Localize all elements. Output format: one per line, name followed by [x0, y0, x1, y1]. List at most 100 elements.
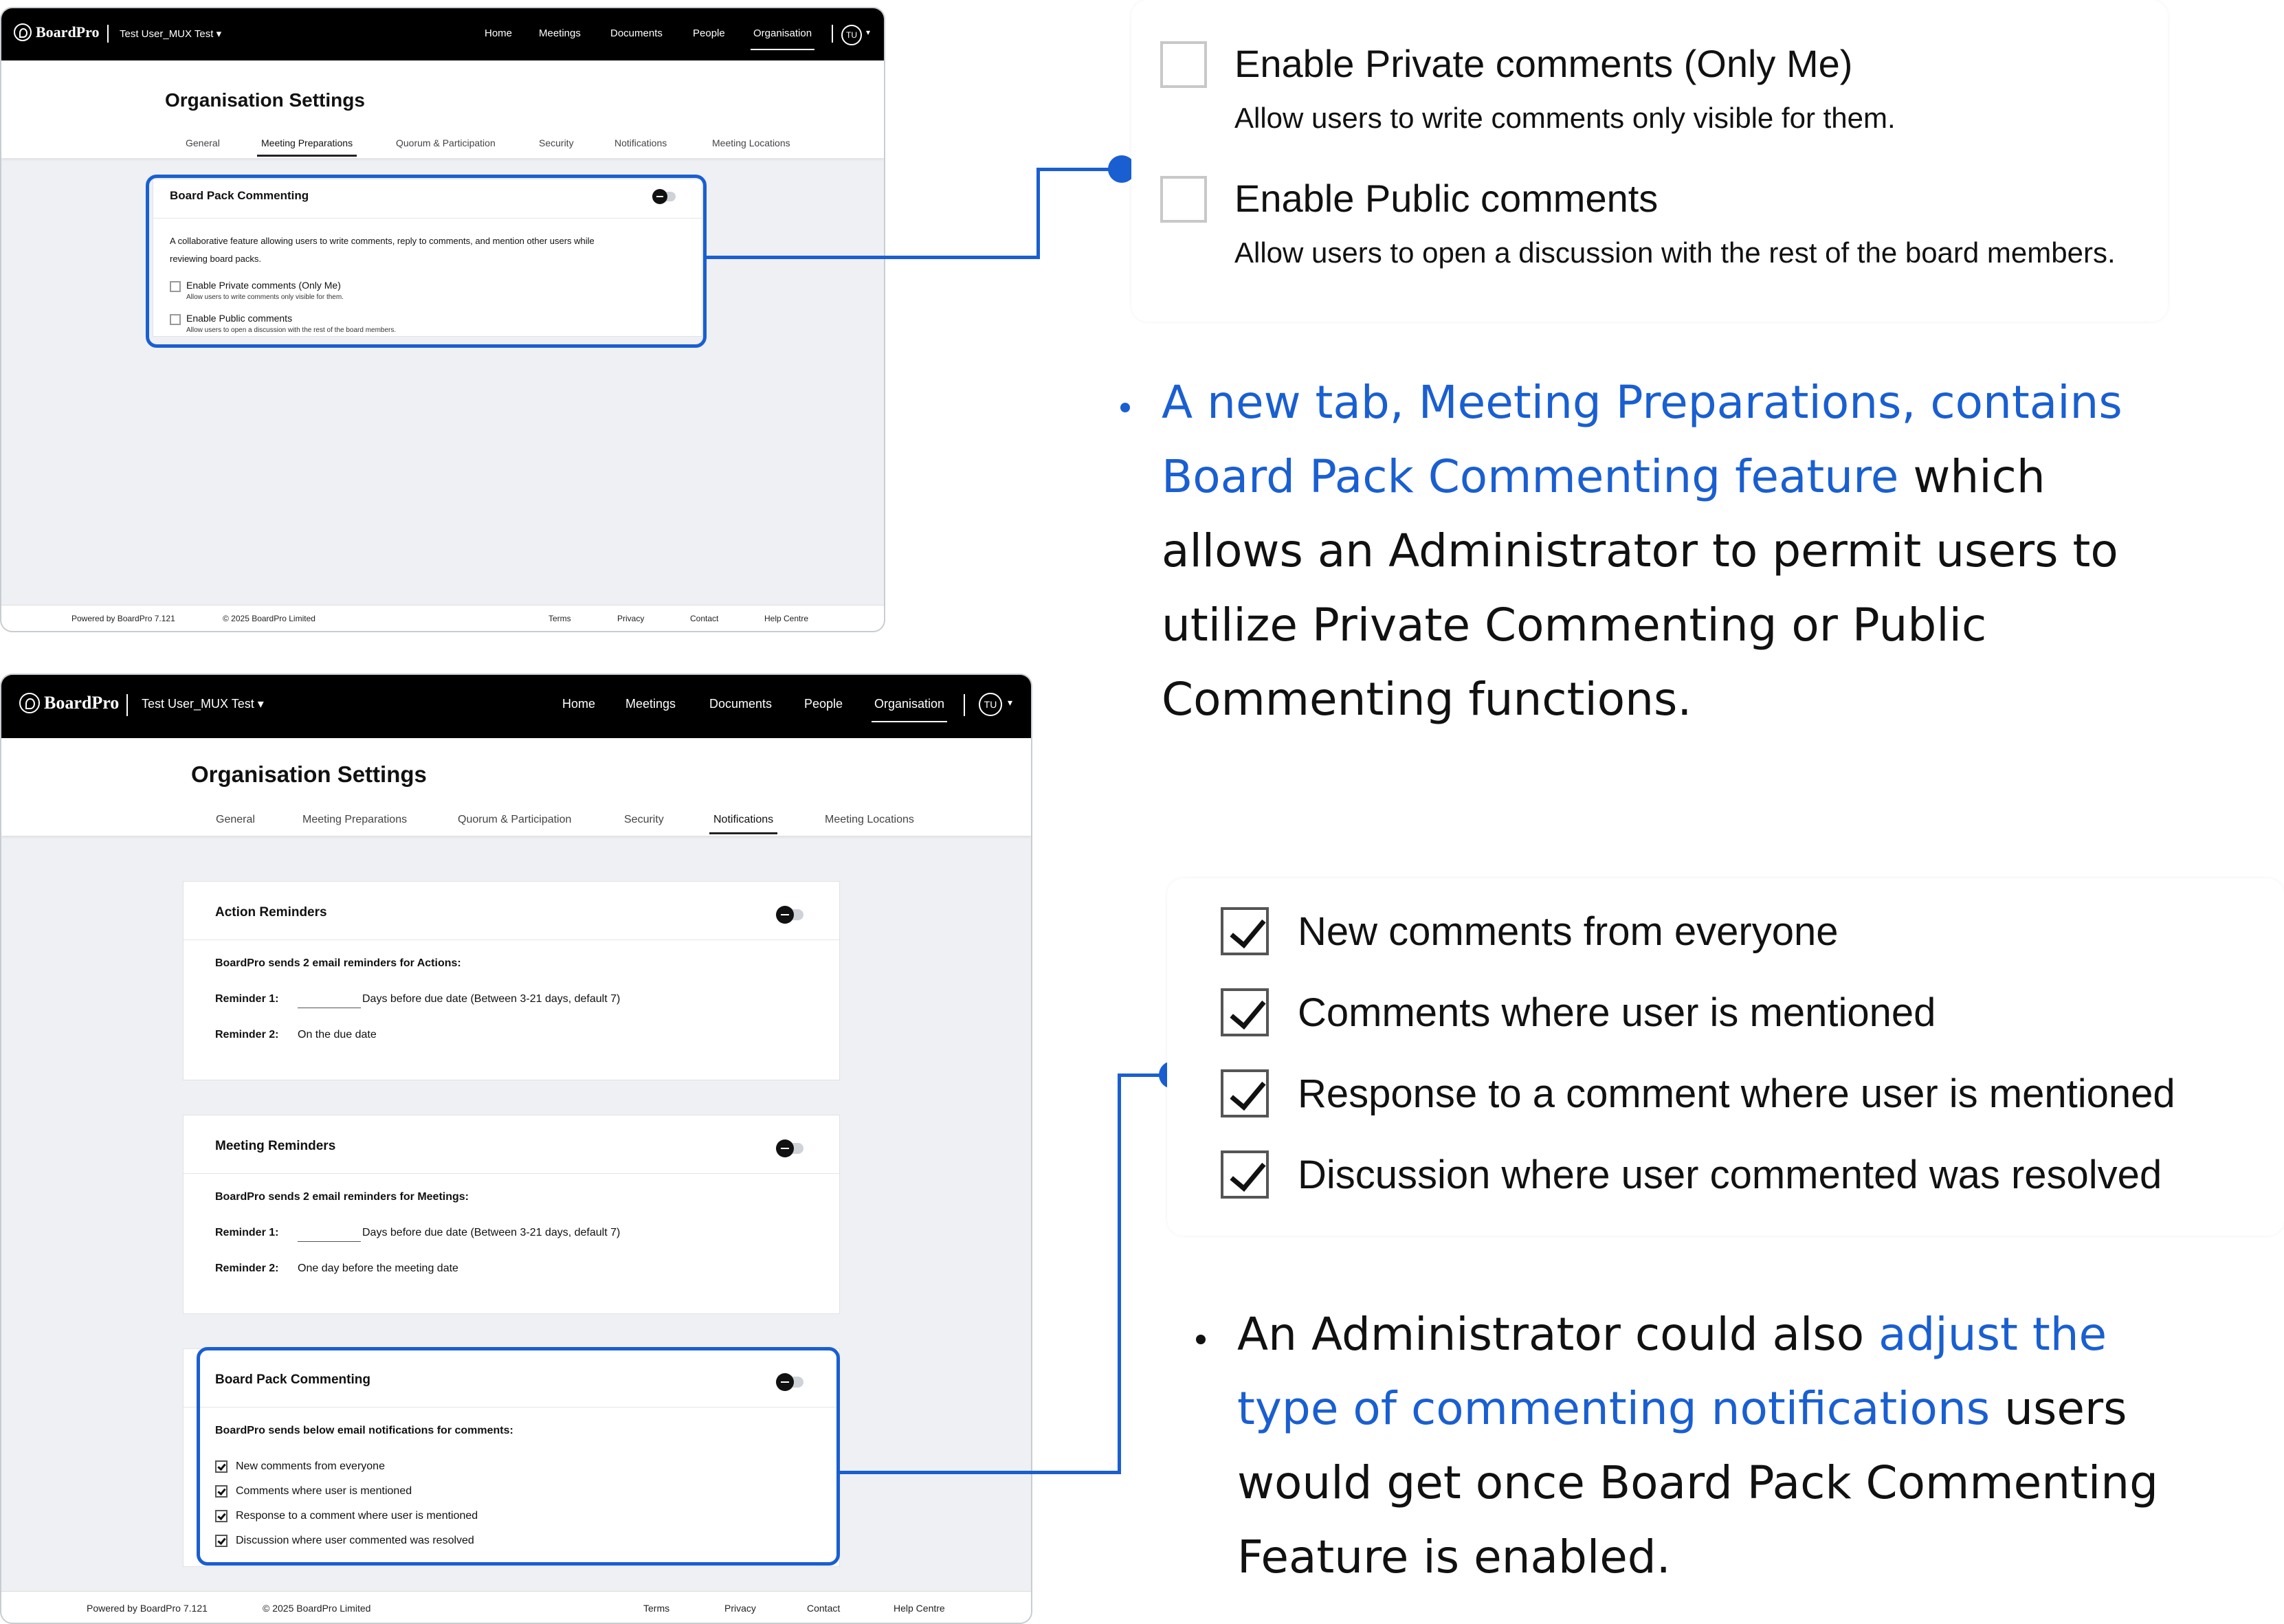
chevron-down-icon[interactable]: ▾	[866, 27, 871, 37]
board-pack-notifications-toggle[interactable]	[776, 1373, 803, 1391]
meeting-reminders-card: Meeting Reminders BoardPro sends 2 email…	[183, 1115, 840, 1314]
footer-contact-2[interactable]: Contact	[807, 1603, 841, 1614]
footer-terms[interactable]: Terms	[548, 614, 571, 623]
nav-people-2[interactable]: People	[804, 697, 843, 711]
tab-meeting-preparations[interactable]: Meeting Preparations	[256, 137, 357, 157]
top-navbar: BoardPro Test User_MUX Test ▾ Home Meeti…	[1, 8, 884, 60]
zoom-new-comments-checkbox[interactable]	[1221, 907, 1269, 955]
nav-organisation[interactable]: Organisation	[750, 27, 815, 50]
nav-documents[interactable]: Documents	[610, 27, 663, 39]
footer-terms-2[interactable]: Terms	[643, 1603, 670, 1614]
tab-quorum[interactable]: Quorum & Participation	[396, 137, 496, 148]
footer-contact[interactable]: Contact	[690, 614, 719, 623]
tab-security[interactable]: Security	[539, 137, 574, 148]
connector-2-h2	[1118, 1074, 1173, 1077]
settings-header-2: Organisation Settings General Meeting Pr…	[1, 738, 1031, 836]
zoom-mentioned-checkbox[interactable]	[1221, 988, 1269, 1036]
top-navbar-2: BoardPro Test User_MUX Test ▾ Home Meeti…	[1, 675, 1031, 738]
notif-resolved-checkbox[interactable]	[215, 1535, 228, 1547]
tab-general[interactable]: General	[186, 137, 220, 148]
zoom-resolved-label: Discussion where user commented was reso…	[1298, 1153, 2162, 1197]
connector-1-dot	[1108, 155, 1135, 183]
board-pack-commenting-card: Board Pack Commenting A collaborative fe…	[153, 179, 702, 337]
brand-logo-2[interactable]: BoardPro	[19, 693, 119, 713]
tab-security-2[interactable]: Security	[624, 814, 664, 825]
action-reminders-toggle[interactable]	[776, 906, 803, 924]
connector-1-v	[1036, 168, 1040, 259]
private-comments-label: Enable Private comments (Only Me)	[186, 280, 341, 291]
footer-powered-2: Powered by BoardPro 7.121	[87, 1603, 208, 1614]
board-pack-notifications-card: Board Pack Commenting BoardPro sends bel…	[183, 1348, 840, 1567]
highlight-screen2	[197, 1347, 840, 1566]
toggle-knob	[652, 189, 667, 204]
nav-meetings[interactable]: Meetings	[539, 27, 581, 39]
private-comments-help: Allow users to write comments only visib…	[186, 293, 344, 301]
private-comments-checkbox[interactable]	[170, 281, 181, 292]
footer-privacy[interactable]: Privacy	[617, 614, 645, 623]
public-comments-label: Enable Public comments	[186, 313, 293, 324]
notif-resolved-label: Discussion where user commented was reso…	[236, 1535, 474, 1546]
screenshot-notifications: BoardPro Test User_MUX Test ▾ Home Meeti…	[0, 674, 1032, 1624]
action-r1-input[interactable]	[298, 994, 361, 1008]
notif-new-comments-checkbox[interactable]	[215, 1460, 228, 1473]
user-menu-2[interactable]: Test User_MUX Test ▾	[142, 697, 264, 711]
avatar-2[interactable]: TU	[979, 693, 1002, 716]
meeting-r2-value: One day before the meeting date	[298, 1263, 458, 1274]
page-title-2: Organisation Settings	[191, 761, 427, 787]
zoom-mentioned-label: Comments where user is mentioned	[1298, 990, 1936, 1035]
notif-response-checkbox[interactable]	[215, 1510, 228, 1522]
navbar-separator-2	[832, 25, 833, 43]
nav-people[interactable]: People	[693, 27, 725, 39]
notif-mentioned-checkbox[interactable]	[215, 1485, 228, 1498]
tab-quorum-2[interactable]: Quorum & Participation	[458, 814, 572, 825]
nav-home[interactable]: Home	[485, 27, 513, 39]
notif-new-comments-label: New comments from everyone	[236, 1460, 385, 1472]
avatar[interactable]: TU	[841, 25, 862, 45]
nav-meetings-2[interactable]: Meetings	[625, 697, 676, 711]
card-divider	[184, 939, 839, 940]
meeting-r1-input[interactable]	[298, 1228, 361, 1242]
zoom-notification-options: New comments from everyone Comments wher…	[1167, 878, 2284, 1236]
caption-1: A new tab, Meeting Preparations, contain…	[1162, 376, 2122, 726]
public-comments-checkbox[interactable]	[170, 314, 181, 325]
navbar-separator-3	[126, 694, 128, 716]
zoom-response-label: Response to a comment where user is ment…	[1298, 1071, 2175, 1116]
navbar-separator-4	[964, 694, 965, 716]
meeting-reminders-toggle[interactable]	[776, 1139, 803, 1157]
footer-copyright: © 2025 BoardPro Limited	[223, 614, 315, 623]
connector-2-v	[1118, 1074, 1121, 1474]
zoom-private-checkbox[interactable]	[1160, 41, 1207, 88]
board-pack-title: Board Pack Commenting	[215, 1372, 370, 1387]
action-reminders-card: Action Reminders BoardPro sends 2 email …	[183, 881, 840, 1080]
tab-general-2[interactable]: General	[216, 814, 255, 825]
card-divider	[184, 1407, 839, 1408]
public-comments-help: Allow users to open a discussion with th…	[186, 326, 397, 334]
meeting-reminders-title: Meeting Reminders	[215, 1139, 336, 1153]
card-description: A collaborative feature allowing users t…	[170, 236, 595, 246]
chevron-down-icon-2[interactable]: ▾	[1008, 697, 1013, 708]
card-title: Board Pack Commenting	[170, 189, 309, 202]
zoom-resolved-checkbox[interactable]	[1221, 1150, 1269, 1199]
nav-home-2[interactable]: Home	[562, 697, 596, 711]
tab-meeting-preparations-2[interactable]: Meeting Preparations	[302, 814, 408, 825]
footer-2: Powered by BoardPro 7.121 © 2025 BoardPr…	[1, 1591, 1031, 1623]
zoom-response-checkbox[interactable]	[1221, 1069, 1269, 1117]
user-menu[interactable]: Test User_MUX Test ▾	[120, 28, 222, 40]
meeting-r1-value: Days before due date (Between 3-21 days,…	[362, 1227, 621, 1238]
nav-organisation-2[interactable]: Organisation	[871, 697, 948, 722]
brand-logo[interactable]: BoardPro	[14, 23, 99, 41]
nav-documents-2[interactable]: Documents	[709, 697, 773, 711]
board-pack-toggle[interactable]	[652, 189, 676, 204]
tab-meeting-locations-2[interactable]: Meeting Locations	[825, 814, 914, 825]
bullet-1	[1120, 403, 1130, 412]
footer-privacy-2[interactable]: Privacy	[724, 1603, 756, 1614]
tab-notifications-2[interactable]: Notifications	[709, 814, 778, 834]
footer-help-centre[interactable]: Help Centre	[764, 614, 809, 623]
action-r1-value: Days before due date (Between 3-21 days,…	[362, 993, 621, 1005]
boardpro-logo-icon-2	[19, 693, 40, 713]
footer-help-centre-2[interactable]: Help Centre	[894, 1603, 945, 1614]
zoom-public-checkbox[interactable]	[1160, 176, 1207, 223]
notif-mentioned-label: Comments where user is mentioned	[236, 1485, 412, 1497]
tab-meeting-locations[interactable]: Meeting Locations	[712, 137, 790, 148]
tab-notifications[interactable]: Notifications	[614, 137, 667, 148]
